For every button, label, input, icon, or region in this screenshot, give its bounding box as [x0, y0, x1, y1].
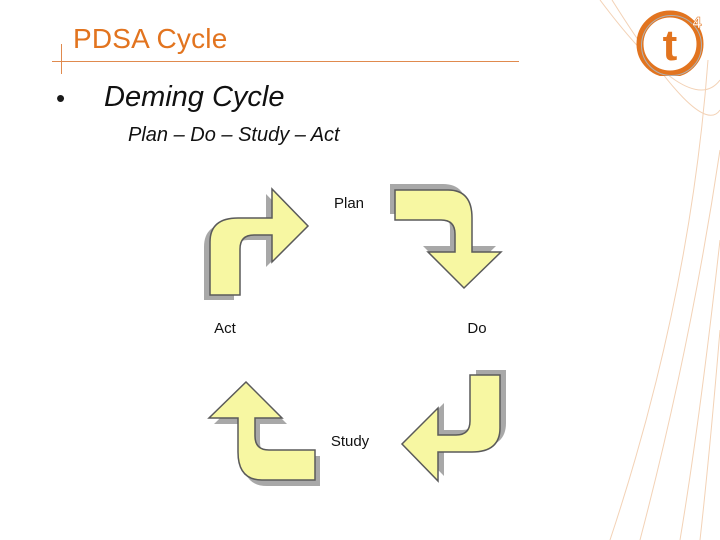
stage-label-do: Do: [467, 320, 486, 337]
sub-bullet-text: Plan – Do – Study – Act: [128, 124, 340, 146]
crosshair-vertical-mark: [61, 44, 62, 74]
arrow-plan-to-do: [390, 184, 502, 289]
logo-superscript: 4: [693, 15, 702, 32]
crosshair-horizontal-mark: [52, 61, 70, 62]
stage-label-study: Study: [331, 433, 370, 450]
logo-ring: [636, 10, 704, 76]
arrow-do-to-study: [401, 370, 506, 482]
logo-letter: t: [663, 21, 678, 70]
bullet-marker: •: [56, 83, 66, 113]
logo-ring-shadow: [641, 15, 702, 76]
bullet-text: Deming Cycle: [104, 81, 285, 113]
t4-logo: t 4: [636, 10, 704, 76]
arrow-study-to-act: [208, 381, 320, 486]
slide-title: PDSA Cycle: [73, 23, 228, 54]
title-underline: [52, 61, 519, 62]
stage-label-plan: Plan: [334, 195, 364, 212]
stage-label-act: Act: [214, 320, 237, 337]
arrow-act-to-plan: [204, 188, 309, 300]
